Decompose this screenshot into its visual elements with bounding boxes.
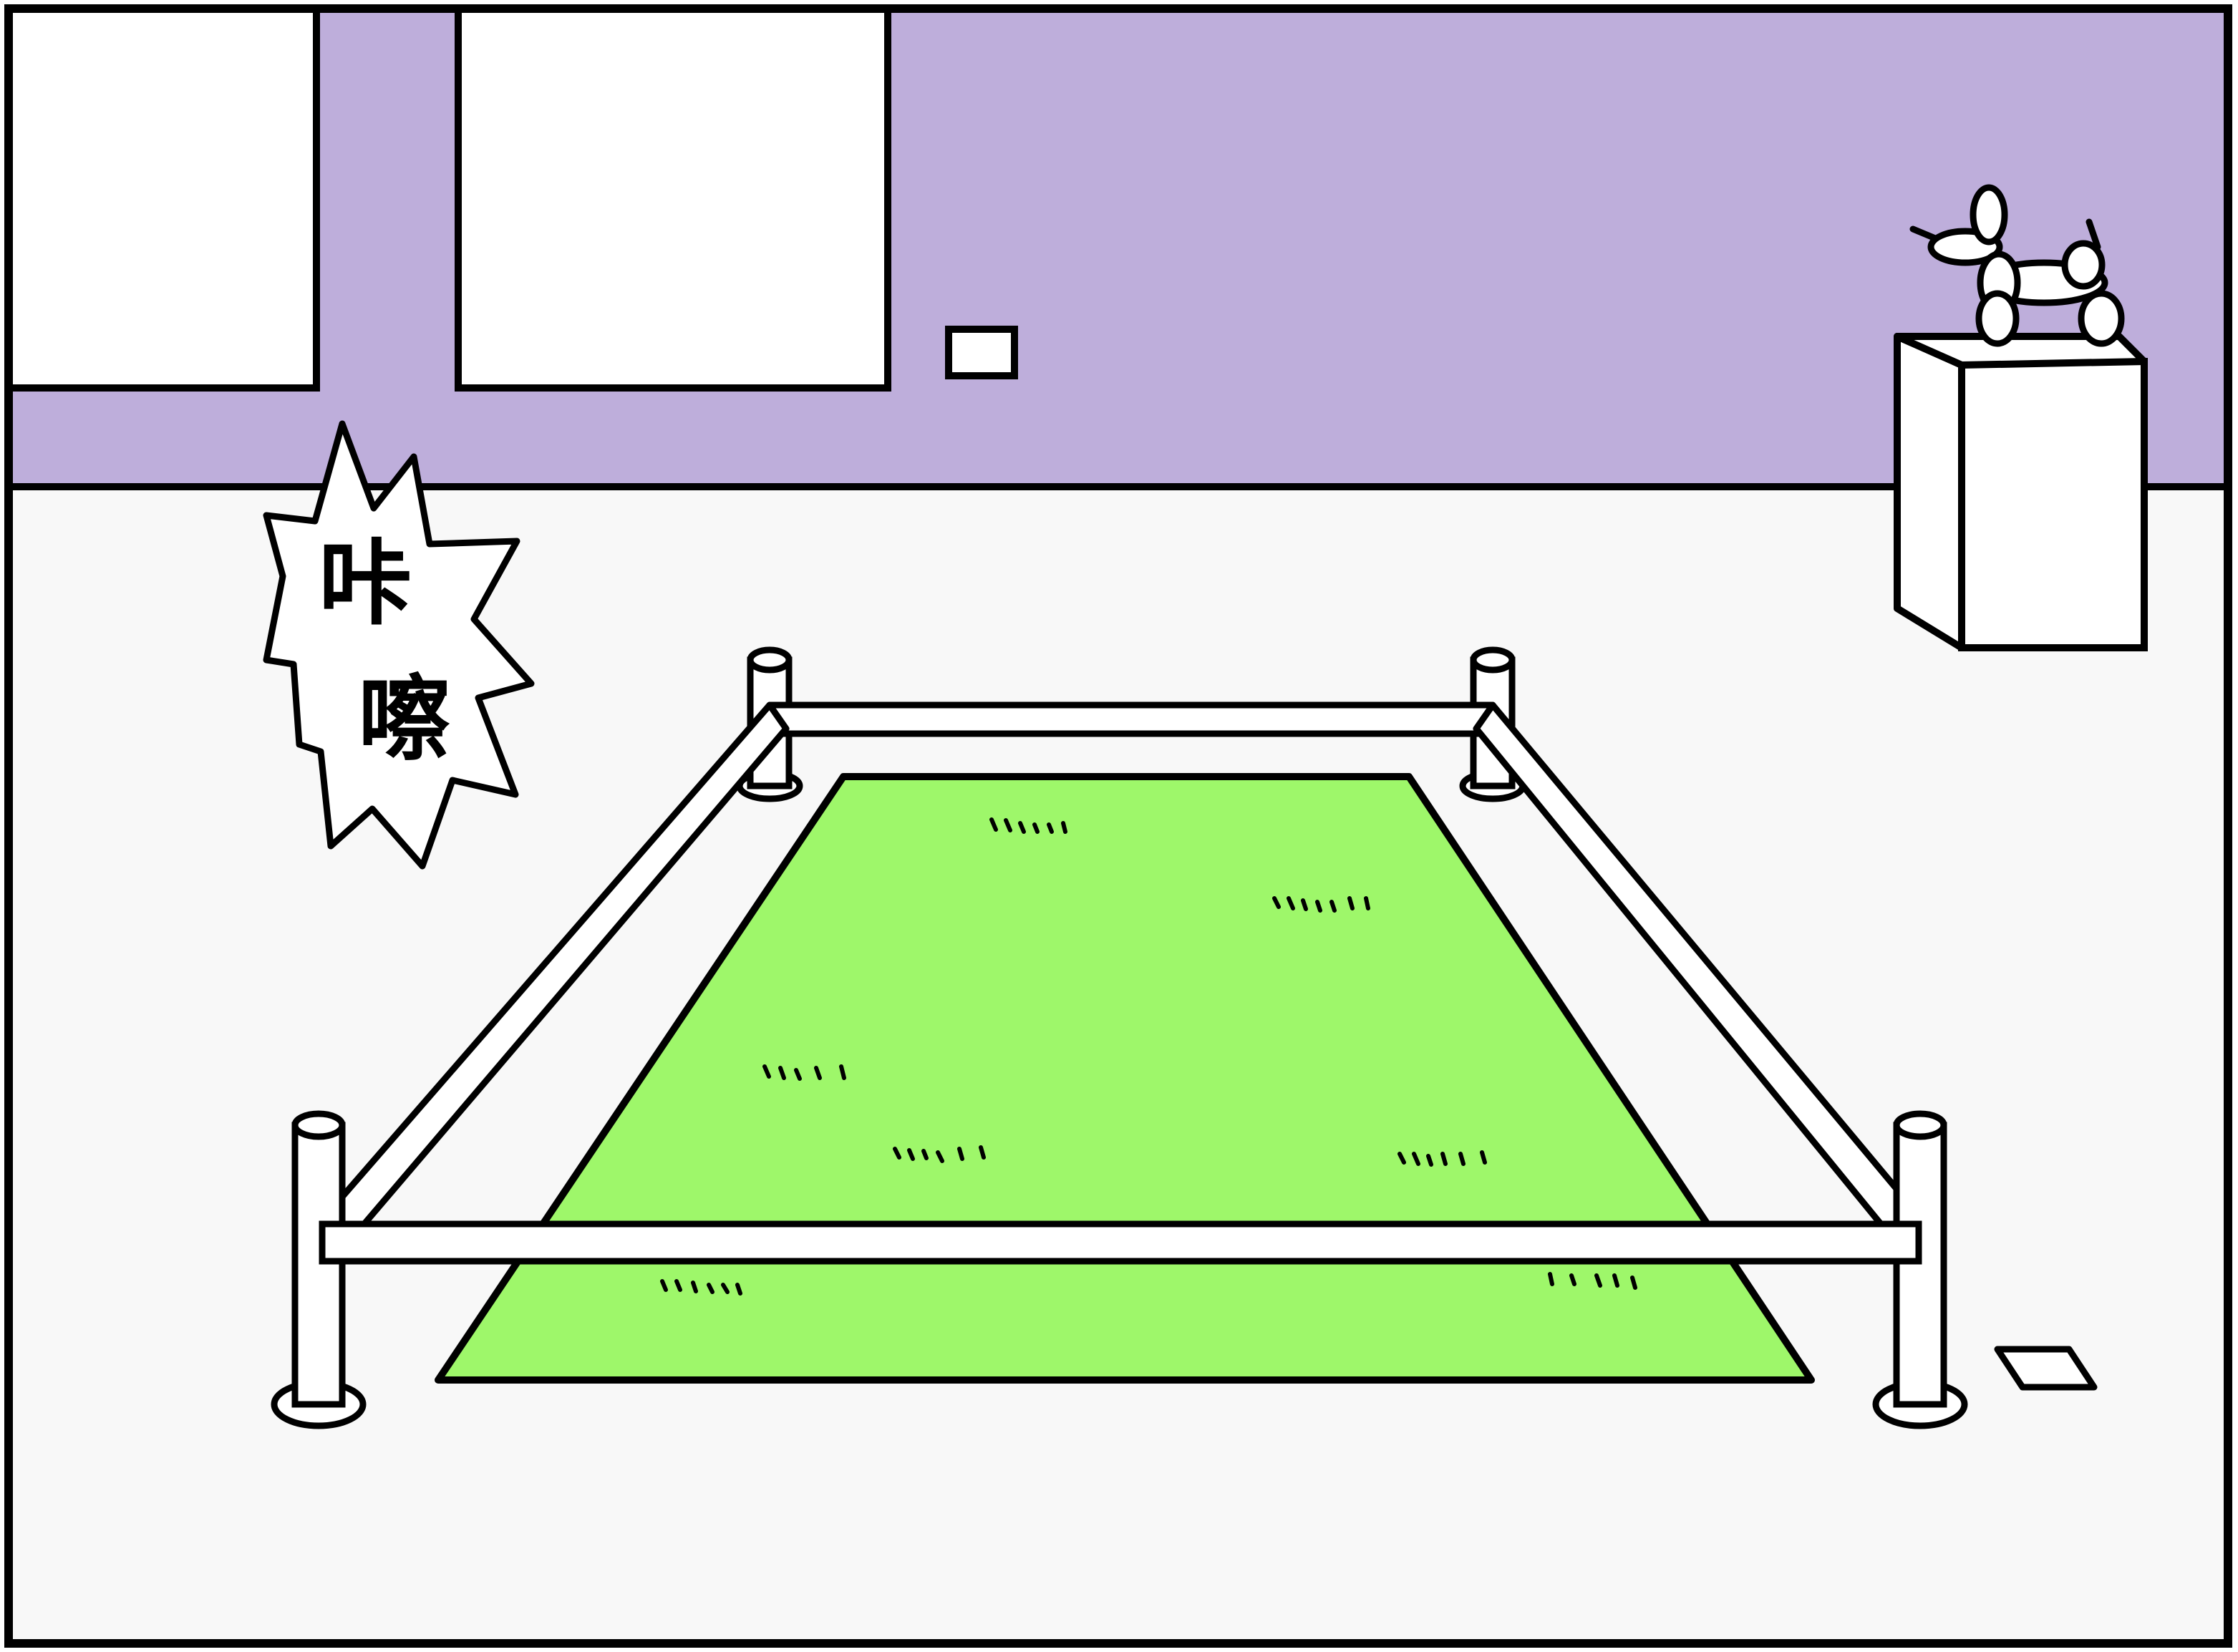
stanchion-post-icon — [271, 1110, 1968, 1429]
wall-frame-left — [5, 5, 320, 392]
sound-effect-text-line1: 咔 — [319, 529, 412, 638]
panel-border — [4, 4, 2232, 1648]
sound-effect-burst — [263, 420, 535, 870]
wall-label-plaque — [945, 326, 1018, 379]
barrier-rail-front — [319, 1220, 1922, 1265]
gallery-wall — [9, 9, 2228, 487]
balloon-dog-icon — [1909, 184, 2125, 347]
barrier-rail-back — [766, 701, 1496, 737]
pedestal — [1894, 333, 2148, 651]
floor-label-card — [1994, 1346, 2098, 1391]
grass-tuft-icon — [660, 817, 1637, 1296]
sound-effect-text-line2: 嚓 — [358, 665, 451, 774]
wall-frame-center — [455, 5, 891, 392]
